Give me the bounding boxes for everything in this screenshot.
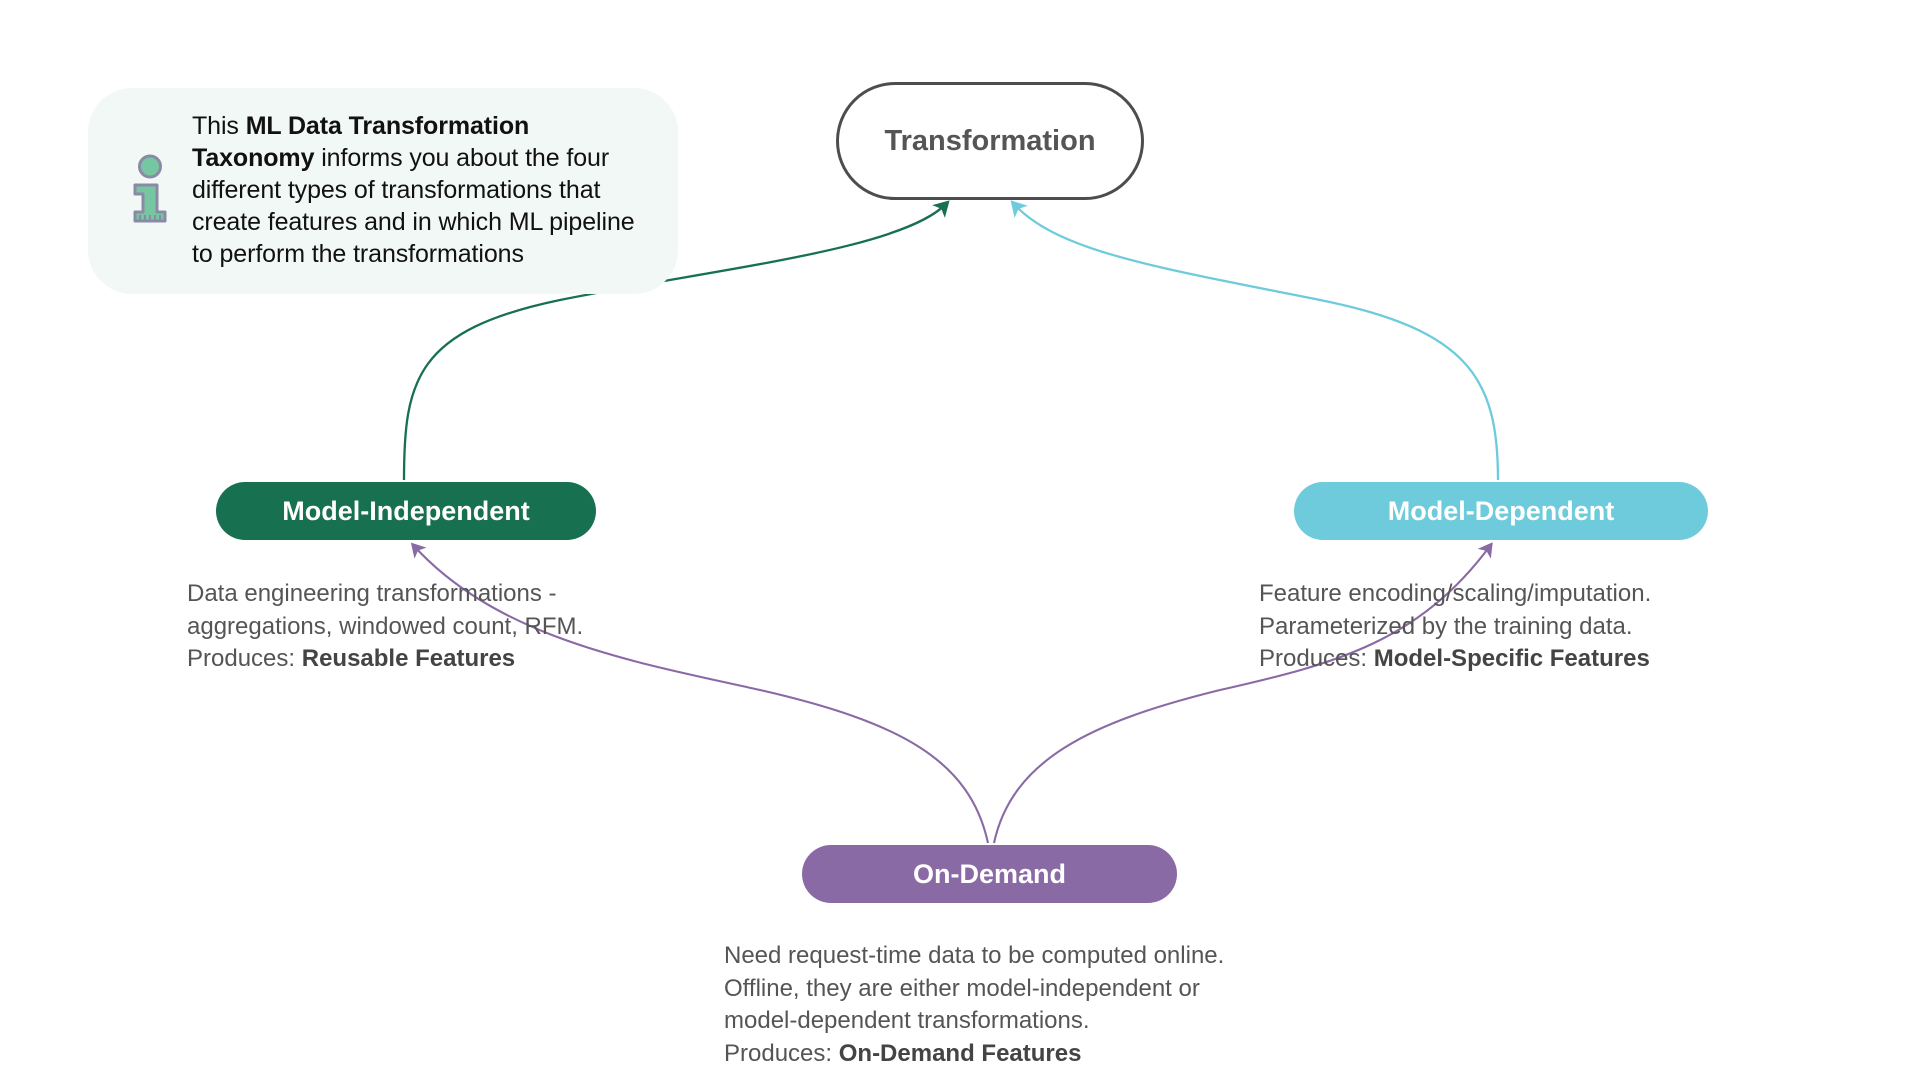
info-lead: This: [192, 112, 246, 140]
info-callout-text: This ML Data Transformation Taxonomy inf…: [192, 110, 648, 270]
info-body: informs you about the four different typ…: [192, 144, 635, 268]
model-independent-node-label: Model-Independent: [282, 495, 530, 526]
edge-model-dependent-to-transformation: [1010, 200, 1500, 481]
caption-produces-label: Produces:: [1259, 645, 1374, 672]
caption-produces-value: Model-Specific Features: [1373, 645, 1650, 672]
info-icon: [122, 152, 178, 228]
caption-line: Produces: Reusable Features: [187, 643, 583, 676]
on-demand-node[interactable]: On-Demand: [802, 845, 1177, 903]
model-dependent-node-label: Model-Dependent: [1387, 495, 1615, 526]
model-dependent-caption: Feature encoding/scaling/imputation. Para…: [1259, 578, 1651, 676]
model-dependent-node[interactable]: Model-Dependent: [1294, 482, 1708, 540]
caption-produces-label: Produces:: [724, 1039, 839, 1067]
info-callout: This ML Data Transformation Taxonomy inf…: [88, 88, 678, 294]
caption-produces-value: On-Demand Features: [838, 1039, 1082, 1067]
model-independent-node[interactable]: Model-Independent: [216, 482, 596, 540]
caption-line: aggregations, windowed count, RFM.: [187, 612, 584, 640]
info-title: ML Data Transformation Taxonomy: [192, 112, 530, 172]
caption-line: Produces: On-Demand Features: [724, 1038, 1224, 1071]
caption-line: model-dependent transformations.: [724, 1007, 1090, 1034]
transformation-node[interactable]: Transformation: [836, 82, 1144, 200]
caption-line: Produces: Model-Specific Features: [1259, 643, 1651, 676]
on-demand-node-label: On-Demand: [912, 858, 1066, 889]
caption-line: Need request-time data to be computed on…: [724, 942, 1225, 969]
caption-produces-label: Produces:: [187, 645, 302, 672]
caption-line: Parameterized by the training data.: [1259, 612, 1633, 640]
model-independent-caption: Data engineering transformations - aggreg…: [187, 578, 583, 676]
transformation-node-label: Transformation: [884, 124, 1096, 157]
on-demand-caption: Need request-time data to be computed on…: [724, 940, 1224, 1070]
caption-line: Data engineering transformations -: [187, 580, 557, 607]
caption-line: Offline, they are either model-independe…: [724, 974, 1200, 1002]
caption-produces-value: Reusable Features: [301, 645, 516, 672]
caption-line: Feature encoding/scaling/imputation.: [1259, 580, 1652, 607]
